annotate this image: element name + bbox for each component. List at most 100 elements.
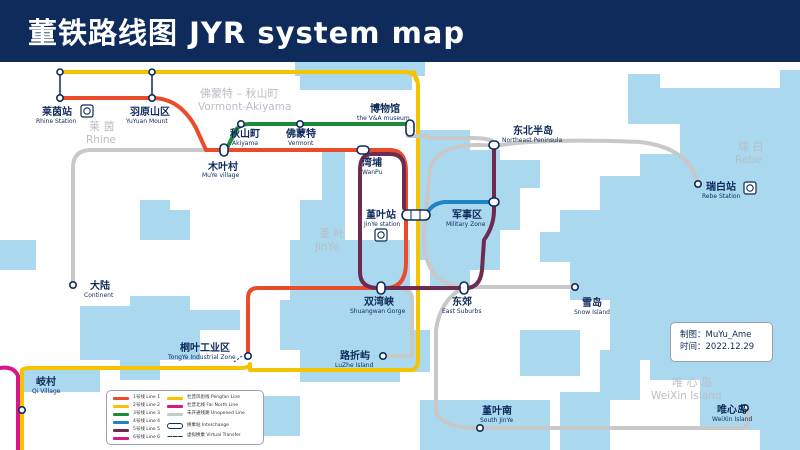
legend-label-interchange: 换乘站 Interchange [187,423,229,428]
station-shuangwan-cn: 双湾峡 [364,295,394,308]
credit-box: 制图：MuYu_Ame 时间：2022.12.29 [670,322,773,362]
station-muye-en: MuYe village [202,172,239,179]
station-snow-en: Snow Island [574,309,610,316]
legend-pengfan: 杜普风街线 Pengfan Line [167,394,262,402]
legend-swatch-line-2 [113,405,129,408]
legend-swatch-pengfan [167,397,183,400]
legend-unopened: 未开通线路 Unopened Line [167,410,262,418]
station-muye-cn: 木叶村 [207,160,238,173]
area-weixin-cn: 唯 心 岛 [672,375,712,389]
station-weixin-marker[interactable] [740,403,749,412]
interchange-markers [219,119,500,295]
station-rebe-en: Rebe Station [702,193,741,200]
legend-label-line-1: 1号线 Line 1 [133,395,160,400]
station-museum-en: the V&A museum [357,115,410,122]
area-rebe-cn: 瑞 白 [738,139,764,153]
credit-date: 时间：2022.12.29 [680,342,755,352]
station-markers [17,68,749,432]
station-weixin-cn: 唯心岛 [717,403,747,416]
legend-line-3: 3号线 Line 3 [113,410,183,418]
station-weixin-en: WeiXin Island [712,416,752,423]
legend-swatch-line-1 [113,397,129,400]
legend-line-2: 2号线 Line 2 [113,402,183,410]
station-akiyama-en: Akiyama [232,140,258,147]
area-jinye-en: JinYe [314,241,339,253]
station-museum-marker[interactable] [405,119,415,137]
legend-label-line-6: 6号线 Line 6 [133,435,160,440]
legend-swatch-virtual [167,436,183,437]
legend-label-line-2: 2号线 Line 2 [133,403,160,408]
legend-swatch-unopened [167,413,183,416]
legend-interchange: 换乘站 Interchange [167,422,262,430]
legend-swatch-line-5 [113,429,129,432]
virtual-transfer [233,355,243,363]
station-qi-cn: 岐村 [36,375,56,388]
legend-swatch-line-4 [113,421,129,424]
station-east-cn: 东郊 [452,295,472,308]
station-muye-marker[interactable] [219,143,229,157]
area-vormont-cn: 佛蒙特 – 秋山町 [200,86,279,100]
area-rebe-en: Rebe [735,154,761,166]
station-wanpu-en: WanPu [362,169,383,176]
legend-label-virtual: 虚拟换乘 Virtual Transfer [187,433,241,438]
station-rebe-marker[interactable] [693,180,702,189]
station-military-cn: 军事区 [452,208,482,221]
station-rhine-cn: 莱茵站 [42,105,72,118]
station-luzhe-cn: 路折屿 [340,349,370,362]
station-qi-en: Qi Village [32,388,61,395]
legend-label-farnorth: 杜普北线 Far North Line [187,403,239,408]
station-wanpu-marker[interactable] [356,145,370,155]
station-southjinye-marker[interactable] [475,423,484,432]
legend-swatch-line-6 [113,437,129,440]
station-jinye-marker[interactable] [401,209,431,221]
station-snow-marker[interactable] [570,282,579,291]
station-rhine-top-marker [56,68,64,76]
legend-swatch-farnorth [167,405,183,408]
station-qi-marker[interactable] [17,405,26,414]
station-vermont-marker[interactable] [295,120,304,129]
station-northeast-marker[interactable] [488,140,500,150]
unopened-lines [71,136,751,430]
station-continent-cn: 大陆 [90,279,110,292]
legend: 1号线 Line 1 2号线 Line 2 3号线 Line 3 4号线 Lin… [106,390,264,445]
station-military-marker[interactable] [488,197,500,207]
station-vermont-en: Vermont [288,140,314,147]
legend-label-line-4: 4号线 Line 4 [133,419,160,424]
station-luzhe-marker[interactable] [378,351,387,360]
station-rhine-en: Rhine Station [36,118,77,125]
station-yuyuan-en: YuYuan Mount [125,118,168,125]
station-east-en: East Suburbs [442,308,481,315]
rhine-connectors [59,72,153,98]
line-5-maroon [358,144,496,290]
area-rhine-en: Rhine [86,134,116,146]
legend-virtual: 虚拟换乘 Virtual Transfer [167,432,262,440]
station-shuangwan-en: Shuangwan Gorge [350,308,405,315]
rail-icons [80,104,757,242]
station-yuyuan-marker[interactable] [148,94,157,103]
station-continent-marker[interactable] [69,280,78,289]
station-east-marker[interactable] [459,281,469,295]
map-title: 董铁路线图 JYR system map [28,16,466,50]
station-continent-en: Continent [84,292,114,299]
station-akiyama-cn: 秋山町 [230,127,260,140]
legend-label-line-5: 5号线 Line 5 [133,427,160,432]
station-luzhe-en: LuZhe Island [335,362,374,369]
station-shuangwan-marker[interactable] [376,281,386,295]
station-yuyuan-top-marker [148,68,156,76]
station-wanpu-cn: 湾埔 [362,156,382,169]
station-labels: 莱茵站 Rhine Station 羽原山区 YuYuan Mount 秋山町 … [32,102,752,424]
area-weixin-en: WeiXin Island [651,390,722,402]
station-akiyama-marker[interactable] [237,120,246,129]
area-jinye-cn: 堇 叶 [319,227,345,240]
train-icon-rebe [743,181,757,195]
legend-farnorth: 杜普北线 Far North Line [167,402,262,410]
jinye-divider-lines [410,210,421,220]
station-tongye-cn: 桐叶工业区 [180,341,230,354]
station-rhine-marker[interactable] [55,94,64,103]
station-tongye-marker[interactable] [244,351,253,360]
station-northeast-en: Northeast Peninsula [502,137,562,144]
legend-swatch-interchange [167,423,183,429]
area-vormont-en: Vormont-Akiyama [198,101,291,113]
station-yuyuan-cn: 羽原山区 [130,105,170,118]
station-vermont-cn: 佛蒙特 [285,127,316,140]
